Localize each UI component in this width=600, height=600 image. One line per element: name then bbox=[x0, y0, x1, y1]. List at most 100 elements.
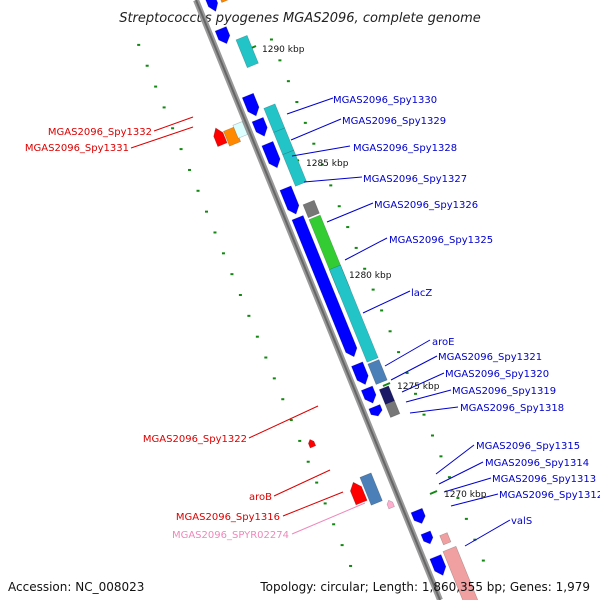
gene-top-blue-shape bbox=[203, 0, 219, 12]
tick-dot bbox=[154, 85, 158, 88]
gene-cyan-lacz bbox=[329, 264, 379, 363]
gene-light-1331 bbox=[232, 121, 248, 139]
gene-blue-h bbox=[368, 404, 383, 417]
tick-dot bbox=[380, 309, 384, 312]
gene-label-lacz[interactable]: lacZ bbox=[411, 288, 432, 299]
gene-blue-h-shape bbox=[368, 404, 383, 417]
tick-dot bbox=[162, 106, 166, 109]
tick-dot bbox=[315, 481, 319, 484]
gene-label-spy1322[interactable]: MGAS2096_Spy1322 bbox=[143, 434, 247, 445]
gene-gray-b-shape bbox=[384, 400, 401, 418]
gene-blue-f bbox=[351, 361, 369, 385]
gene-label-spy1315[interactable]: MGAS2096_Spy1315 bbox=[476, 441, 580, 452]
tick-dot bbox=[397, 351, 401, 354]
gene-blue-g bbox=[360, 385, 377, 404]
gene-label-spy1318[interactable]: MGAS2096_Spy1318 bbox=[460, 403, 564, 414]
leader-right-9 bbox=[401, 372, 445, 393]
gene-blue-k bbox=[429, 554, 447, 576]
gene-blue-d-shape bbox=[261, 141, 281, 169]
tick-dot bbox=[238, 294, 242, 297]
gene-blue-b-shape bbox=[241, 92, 260, 117]
tick-dot bbox=[196, 189, 200, 192]
gene-label-spy1316[interactable]: MGAS2096_Spy1316 bbox=[176, 512, 280, 523]
tick-dot bbox=[456, 497, 460, 500]
gene-blue-e-shape bbox=[279, 185, 300, 215]
gene-steel-a bbox=[367, 359, 388, 385]
gene-blue-e bbox=[279, 185, 300, 215]
gene-label-aroe[interactable]: aroE bbox=[432, 337, 454, 348]
gene-label-spy1321[interactable]: MGAS2096_Spy1321 bbox=[438, 352, 542, 363]
gene-blue-j bbox=[420, 530, 434, 545]
gene-label-spy1332[interactable]: MGAS2096_Spy1332 bbox=[48, 127, 152, 138]
gene-label-spy1331[interactable]: MGAS2096_Spy1331 bbox=[25, 143, 129, 154]
gene-blue-c-shape bbox=[251, 116, 268, 137]
gene-top-orange bbox=[215, 0, 232, 3]
gene-blue-j-shape bbox=[420, 530, 434, 545]
gene-steel-a-shape bbox=[367, 359, 388, 385]
genome-backbone bbox=[193, 0, 443, 600]
kbp-label-1280: 1280 kbp bbox=[349, 271, 392, 281]
leader-right-10 bbox=[405, 389, 452, 403]
tick-dot bbox=[204, 210, 208, 213]
gene-blue-d bbox=[261, 141, 281, 169]
gene-labels-left: MGAS2096_Spy1332 MGAS2096_Spy1331 MGAS20… bbox=[25, 127, 289, 541]
gene-label-spyr02274[interactable]: MGAS2096_SPYR02274 bbox=[172, 530, 289, 541]
leader-left-1 bbox=[130, 126, 194, 149]
gene-label-spy1326[interactable]: MGAS2096_Spy1326 bbox=[374, 200, 478, 211]
kbp-label-1270: 1270 kbp bbox=[444, 490, 487, 500]
tick-dot bbox=[346, 226, 350, 229]
tick-dot bbox=[337, 205, 341, 208]
tick-dot bbox=[329, 184, 333, 187]
gene-label-spy1325[interactable]: MGAS2096_Spy1325 bbox=[389, 235, 493, 246]
tick-dot bbox=[447, 476, 451, 479]
leader-right-2 bbox=[291, 145, 351, 157]
gene-steel-arob bbox=[359, 472, 383, 506]
gene-label-spy1327[interactable]: MGAS2096_Spy1327 bbox=[363, 174, 467, 185]
leader-right-0 bbox=[286, 97, 334, 115]
gene-blue-b bbox=[241, 92, 260, 117]
tick-dot bbox=[272, 377, 276, 380]
leader-left-3 bbox=[273, 469, 331, 497]
gene-blue-i-shape bbox=[410, 507, 426, 524]
tick-dot bbox=[430, 434, 434, 437]
leader-left-5 bbox=[291, 502, 366, 535]
gene-label-spy1328[interactable]: MGAS2096_Spy1328 bbox=[353, 143, 457, 154]
tick-dot bbox=[255, 335, 259, 338]
gene-label-spy1319[interactable]: MGAS2096_Spy1319 bbox=[452, 386, 556, 397]
leader-right-6 bbox=[362, 290, 411, 314]
gene-red-arob bbox=[350, 481, 368, 506]
leader-right-7 bbox=[384, 339, 431, 367]
label-leader-lines bbox=[130, 97, 511, 547]
gene-red-arob-shape bbox=[350, 481, 368, 506]
tick-dot bbox=[295, 101, 299, 104]
kbp-label-1290: 1290 kbp bbox=[262, 45, 305, 55]
gene-blue-f-shape bbox=[351, 361, 369, 385]
gene-pink-a bbox=[439, 532, 452, 546]
gene-label-spy1320[interactable]: MGAS2096_Spy1320 bbox=[445, 369, 549, 380]
gene-blue-i bbox=[410, 507, 426, 524]
gene-label-spy1313[interactable]: MGAS2096_Spy1313 bbox=[492, 474, 596, 485]
gene-cyan-b bbox=[263, 103, 286, 133]
accession-text: Accession: NC_008023 bbox=[8, 580, 145, 594]
gene-label-spy1330[interactable]: MGAS2096_Spy1330 bbox=[333, 95, 437, 106]
gene-label-spy1329[interactable]: MGAS2096_Spy1329 bbox=[342, 116, 446, 127]
tick-dot bbox=[422, 413, 426, 416]
tick-dot bbox=[278, 59, 282, 62]
gene-label-spy1314[interactable]: MGAS2096_Spy1314 bbox=[485, 458, 589, 469]
kbp-labels: 1290 kbp 1285 kbp 1280 kbp 1275 kbp 1270… bbox=[262, 45, 487, 500]
tick-dot bbox=[388, 330, 392, 333]
leader-right-4 bbox=[326, 202, 374, 223]
gene-blue-a bbox=[214, 26, 231, 45]
gene-label-spy1312[interactable]: MGAS2096_Spy1312 bbox=[499, 490, 600, 501]
gene-cyan-a-shape bbox=[235, 34, 259, 69]
gene-label-vals[interactable]: valS bbox=[511, 516, 532, 527]
gene-label-arob[interactable]: aroB bbox=[249, 492, 272, 503]
tick-dot bbox=[247, 314, 251, 317]
tick-dot bbox=[312, 142, 316, 145]
gene-cyan-d-shape bbox=[282, 149, 307, 187]
tick-dot bbox=[298, 439, 302, 442]
tick-dot bbox=[405, 371, 409, 374]
gene-light-1331-shape bbox=[232, 121, 248, 139]
